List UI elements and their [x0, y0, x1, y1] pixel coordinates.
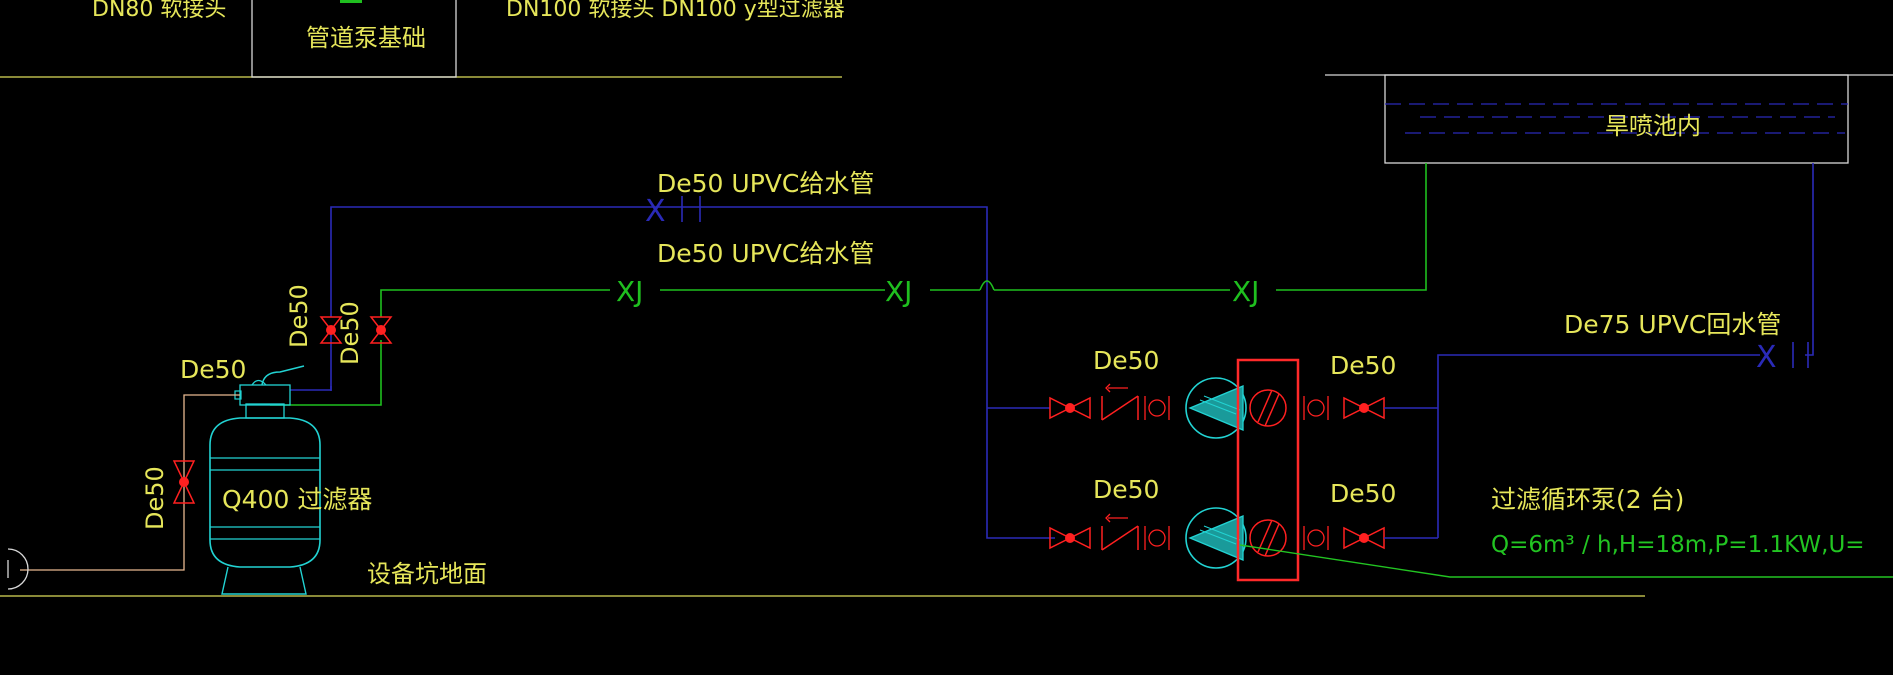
green-to-filter	[270, 340, 382, 406]
filter-drain: De50	[7, 394, 240, 590]
drain-valve	[172, 460, 196, 504]
pump2-soft-joint-out	[1303, 526, 1329, 550]
equipment-pit-floor-label: 设备坑地面	[367, 560, 487, 588]
blue-to-filter-top	[290, 330, 332, 391]
de50-pump1-out-label: De50	[1330, 351, 1396, 380]
pump-spec-leader	[1239, 544, 1893, 578]
filter-body	[209, 417, 321, 568]
pump-base-box	[251, 0, 457, 78]
return-to-pool	[1805, 163, 1814, 356]
blue-supply-line	[330, 206, 1055, 539]
return-pipe-label: De75 UPVC回水管	[1564, 310, 1781, 339]
pump2-check-valve	[1101, 513, 1139, 551]
supply-pipe-1-label: De50 UPVC给水管	[657, 169, 874, 198]
pump1-symbol	[1185, 377, 1247, 439]
dn80-soft-joint-label: DN80 软接头	[92, 0, 226, 22]
green-supply-line	[380, 289, 610, 317]
drain-line	[20, 394, 240, 571]
supply-pipe-2-label: De50 UPVC给水管	[657, 239, 874, 268]
dn100-fittings-label: DN100 软接头 DN100 y型过滤器	[506, 0, 845, 22]
filter-head	[239, 384, 291, 406]
return-riser	[1437, 354, 1760, 538]
pump-spec-label: Q=6m³ / h,H=18m,P=1.1KW,U=	[1491, 532, 1865, 558]
pit-floor: 设备坑地面	[0, 560, 1645, 597]
filter-neck	[245, 403, 285, 419]
pump1-motor-symbol	[1249, 389, 1287, 427]
filter-stand	[221, 566, 307, 595]
pump-row-1: De50 De50	[1049, 346, 1438, 439]
pump2-outlet-valve	[1343, 526, 1385, 550]
de50-valve-left-b-label: De50	[336, 301, 364, 365]
pool-box	[1384, 74, 1849, 164]
de50-filter-side-label: De50	[141, 466, 169, 530]
filter-handle	[261, 365, 305, 386]
pump-row-2: De50 De50	[1049, 475, 1438, 569]
de50-pump2-out-label: De50	[1330, 479, 1396, 508]
pump1-soft-joint-out	[1303, 396, 1329, 420]
xh-pipe-code: X	[645, 194, 666, 229]
pump2-soft-joint-in	[1144, 526, 1170, 550]
blue-supply-pipe: De50 UPVC给水管 X	[290, 169, 1055, 539]
de50-pump2-in-label: De50	[1093, 475, 1159, 504]
pump-title-label: 过滤循环泵(2 台)	[1491, 485, 1684, 514]
fountain-pool-label: 旱喷池内	[1605, 112, 1701, 140]
top-equipment-fragment: 管道泵基础 DN80 软接头 DN100 软接头 DN100 y型过滤器	[0, 0, 845, 78]
pump-base-label: 管道泵基础	[306, 24, 426, 52]
pump-motor-frame	[1236, 358, 1300, 582]
xj-code-3: XJ	[1232, 275, 1259, 308]
pump1-outlet-valve	[1343, 396, 1385, 420]
green-to-pool	[1276, 163, 1427, 291]
pump1-check-valve	[1101, 383, 1139, 421]
filter-valves: De50 De50	[285, 284, 393, 365]
pump2-motor-symbol	[1249, 519, 1287, 557]
de50-filter-top-label: De50	[180, 355, 246, 384]
de50-valve-left-a-label: De50	[285, 284, 313, 348]
pump1-inlet-valve	[1049, 396, 1091, 420]
pump-group: De50 De50	[1049, 163, 1893, 582]
xj-code-2: XJ	[885, 275, 912, 308]
de50-pump1-in-label: De50	[1093, 346, 1159, 375]
pump1-soft-joint-in	[1144, 396, 1170, 420]
pump2-inlet-valve	[1049, 526, 1091, 550]
drain-outlet-symbol	[7, 548, 29, 590]
pump2-symbol	[1185, 507, 1247, 569]
fountain-pool: 旱喷池内	[1325, 74, 1893, 164]
filter-dome	[251, 379, 267, 386]
pump-base-green-mark	[340, 0, 362, 3]
q400-filter: Q400 过滤器 De50	[180, 355, 372, 595]
xj-code-1: XJ	[616, 275, 643, 308]
return-xh-code: X	[1756, 340, 1777, 375]
green-crossover-arc	[979, 280, 995, 291]
butterfly-valve-green	[369, 316, 393, 344]
filter-name-label: Q400 过滤器	[222, 485, 372, 514]
butterfly-valve-blue	[319, 316, 343, 344]
green-supply-pipe: De50 UPVC给水管 XJ XJ XJ	[270, 163, 1427, 406]
